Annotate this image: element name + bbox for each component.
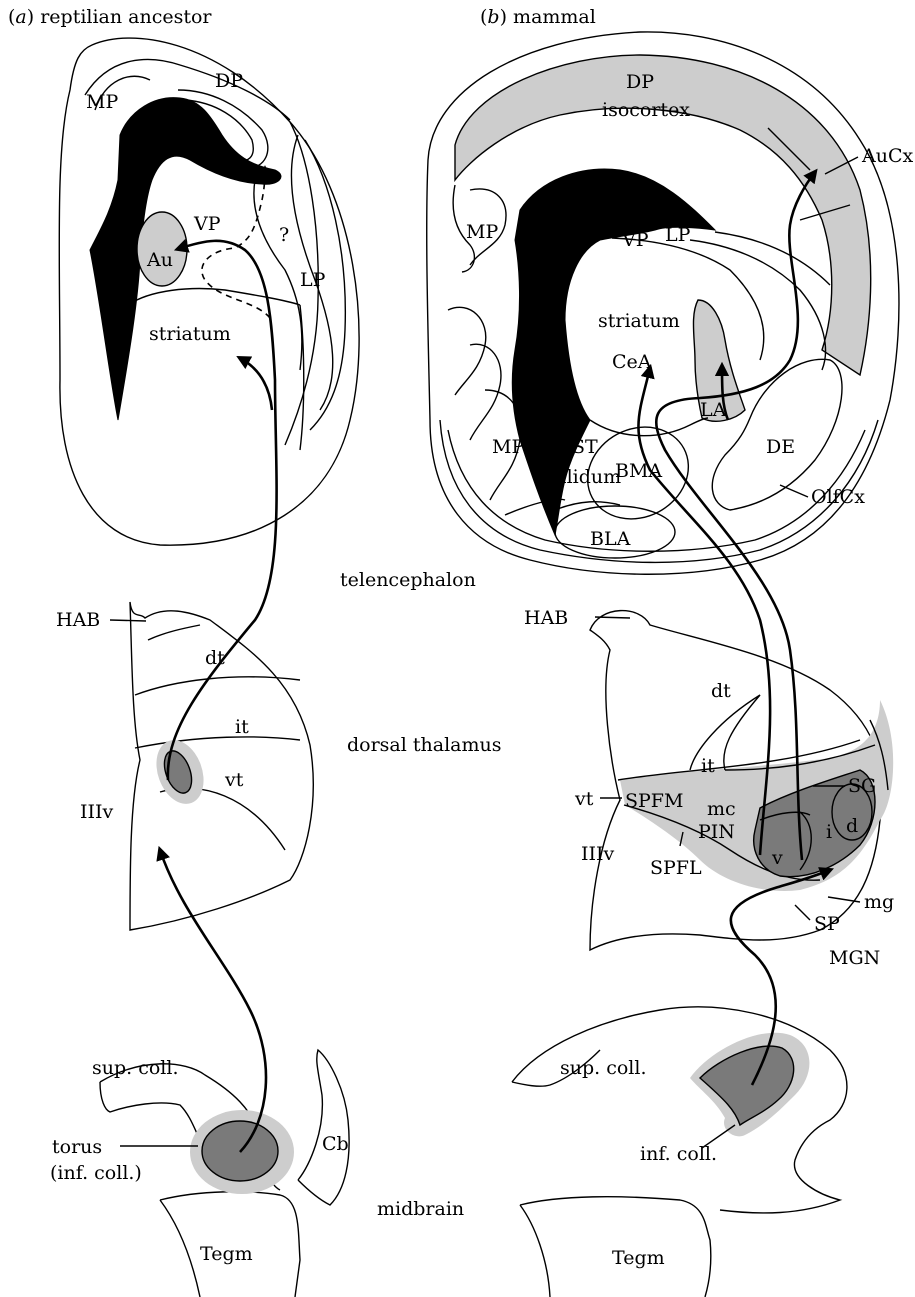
reptile-label-it: it bbox=[235, 716, 249, 738]
reptile-label-cb: Cb bbox=[322, 1133, 349, 1155]
reptile-label-iiiv: IIIv bbox=[80, 801, 114, 823]
reptile-telencephalon bbox=[59, 38, 359, 545]
reptile-label-dt: dt bbox=[205, 647, 225, 669]
mammal-label-aucx: AuCx bbox=[861, 145, 913, 167]
reptile-hab-line bbox=[148, 625, 200, 640]
reptile-label-vp: VP bbox=[193, 213, 221, 235]
reptile-label-vt: vt bbox=[224, 769, 244, 791]
mammal-label-dp: DP bbox=[626, 71, 654, 93]
mammal-label-isocortex: isocortex bbox=[602, 99, 690, 121]
mammal-sp-leader bbox=[795, 905, 810, 920]
reptile-label-inf-coll: (inf. coll.) bbox=[50, 1162, 142, 1184]
reptile-label-striatum: striatum bbox=[149, 323, 231, 345]
level-label-telencephalon: telencephalon bbox=[340, 569, 476, 591]
reptile-label-au: Au bbox=[146, 249, 173, 271]
mammal-inf-coll-leader bbox=[702, 1125, 735, 1148]
mammal-label-de: DE bbox=[766, 436, 795, 458]
mammal-label-cea: CeA bbox=[612, 351, 652, 373]
mammal-label-dt: dt bbox=[711, 680, 731, 702]
panel-a-title-text: reptilian ancestor bbox=[40, 6, 212, 28]
mammal-label-it: it bbox=[701, 755, 715, 777]
reptile-label-dp: DP bbox=[215, 70, 243, 92]
reptile-thalamus-to-au-path bbox=[168, 241, 277, 780]
mammal-vp-boundary bbox=[612, 238, 764, 360]
mammal-label-sup-coll: sup. coll. bbox=[560, 1057, 647, 1079]
mammal-label-tegm: Tegm bbox=[612, 1247, 665, 1269]
mammal-label-sg: SG bbox=[848, 775, 876, 797]
mammal-label-mc: mc bbox=[707, 798, 736, 820]
svg-text:(b) mammal: (b) mammal bbox=[480, 6, 596, 28]
mammal-label-hab: HAB bbox=[524, 607, 568, 629]
mammal-tectum-outline bbox=[512, 1007, 847, 1213]
reptile-cerebellum-outline bbox=[298, 1050, 349, 1205]
panel-a-title: (a) reptilian ancestor bbox=[8, 6, 212, 28]
reptile-label-torus: torus bbox=[52, 1136, 102, 1158]
mammal-label-bla: BLA bbox=[590, 528, 631, 550]
mammal-label-spfl: SPFL bbox=[650, 857, 702, 879]
mammal-hab-leader bbox=[595, 617, 630, 618]
svg-text:(a) reptilian ancestor: (a) reptilian ancestor bbox=[8, 6, 212, 28]
mammal-label-striatum: striatum bbox=[598, 310, 680, 332]
reptile-it-lower bbox=[135, 737, 300, 748]
mammal-label-mp-upper: MP bbox=[466, 221, 498, 243]
mammal-label-bst: BST bbox=[558, 436, 598, 458]
panel-b-title-text: mammal bbox=[513, 6, 596, 28]
reptile-tectum-inner bbox=[100, 1082, 200, 1140]
reptile-label-lp: LP bbox=[300, 269, 326, 291]
reptile-label-question: ? bbox=[279, 224, 289, 246]
mammal-label-lp: LP bbox=[665, 224, 691, 246]
mammal-label-sp: SP bbox=[814, 913, 840, 935]
reptile-label-sup-coll: sup. coll. bbox=[92, 1057, 179, 1079]
panel-b-letter: b bbox=[487, 6, 499, 28]
mammal-label-bma: BMA bbox=[615, 460, 662, 482]
reptile-hab-leader bbox=[110, 620, 146, 621]
reptile-label-tegm: Tegm bbox=[200, 1243, 253, 1265]
panel-b-title: (b) mammal bbox=[480, 6, 596, 28]
mammal-label-d: d bbox=[846, 815, 858, 837]
mammal-label-pallidum: pallidum bbox=[537, 466, 621, 488]
mammal-lp-boundary-2 bbox=[715, 232, 830, 285]
reptile-label-hab: HAB bbox=[56, 609, 100, 631]
mammal-label-mg: mg bbox=[864, 891, 894, 913]
mammal-label-vp: VP bbox=[621, 229, 649, 251]
panel-a-letter: a bbox=[15, 6, 26, 28]
mammal-label-pin: PIN bbox=[698, 821, 735, 843]
mammal-label-iiiv: IIIv bbox=[581, 843, 615, 865]
mammal-mp-fold-3 bbox=[448, 307, 486, 395]
mammal-label-mp-lower: MP bbox=[492, 436, 524, 458]
reptile-to-striatum-path bbox=[240, 358, 272, 410]
reptile-dt-lower bbox=[135, 677, 300, 695]
mammal-label-v: v bbox=[771, 847, 783, 869]
reptile-striatum-boundary bbox=[128, 289, 300, 305]
mammal-label-i: i bbox=[826, 821, 832, 843]
mammal-olfcx-leader bbox=[780, 485, 808, 497]
mammal-label-olfcx: OlfCx bbox=[811, 486, 865, 508]
mammal-label-vt: vt bbox=[574, 788, 594, 810]
mammal-label-mgn: MGN bbox=[829, 947, 880, 969]
mammal-label-spfm: SPFM bbox=[625, 790, 683, 812]
reptile-label-mp: MP bbox=[86, 91, 118, 113]
level-label-midbrain: midbrain bbox=[377, 1198, 464, 1220]
level-label-dorsal-thalamus: dorsal thalamus bbox=[347, 734, 502, 756]
reptile-midbrain-to-thalamus-path bbox=[160, 850, 266, 1152]
